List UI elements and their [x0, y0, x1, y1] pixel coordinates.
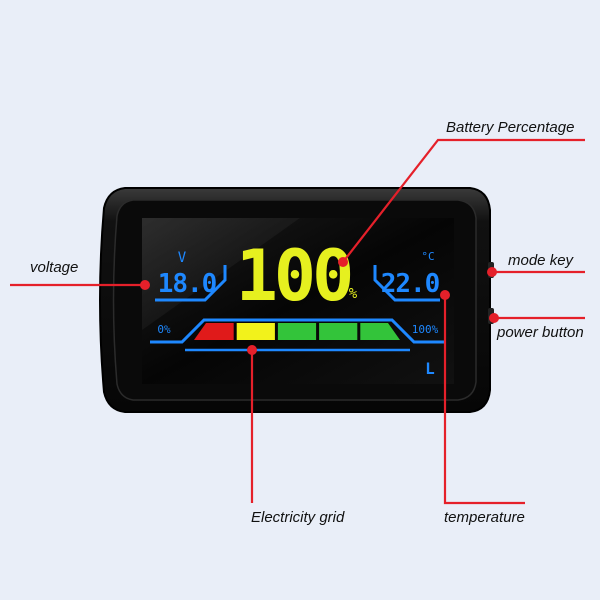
- callout-lines: [10, 138, 585, 505]
- voltage-unit: V: [178, 250, 187, 266]
- temperature-unit: °C: [421, 250, 434, 263]
- battery-bar-segment: [319, 323, 358, 340]
- temperature-value: 22.0: [381, 269, 440, 299]
- callout-dots: [140, 257, 499, 355]
- battery-bar-segment: [236, 323, 275, 340]
- callout-power-button: power button: [497, 324, 584, 341]
- callout-temperature: temperature: [444, 509, 525, 526]
- mode-indicator: L: [425, 359, 435, 378]
- percent-sign: %: [349, 286, 358, 302]
- battery-bar-segment: [277, 323, 317, 340]
- battery-level-bar: [194, 323, 400, 340]
- lcd-frame-lines: [150, 265, 446, 352]
- voltage-value: 18.0: [158, 269, 217, 299]
- callout-battery-percentage: Battery Percentage: [446, 119, 575, 136]
- scale-min-label: 0%: [157, 323, 171, 336]
- callout-voltage: voltage: [30, 259, 79, 276]
- battery-bar-segment: [360, 323, 400, 340]
- scale-max-label: 100%: [412, 323, 439, 336]
- callout-electricity-grid: Electricity grid: [251, 509, 345, 526]
- callout-line-battery-percentage: [342, 138, 585, 263]
- battery-bar-segment: [194, 323, 234, 340]
- battery-percentage-value: 100: [236, 235, 350, 317]
- callout-line-temperature: [443, 295, 525, 505]
- callout-mode-key: mode key: [508, 252, 574, 269]
